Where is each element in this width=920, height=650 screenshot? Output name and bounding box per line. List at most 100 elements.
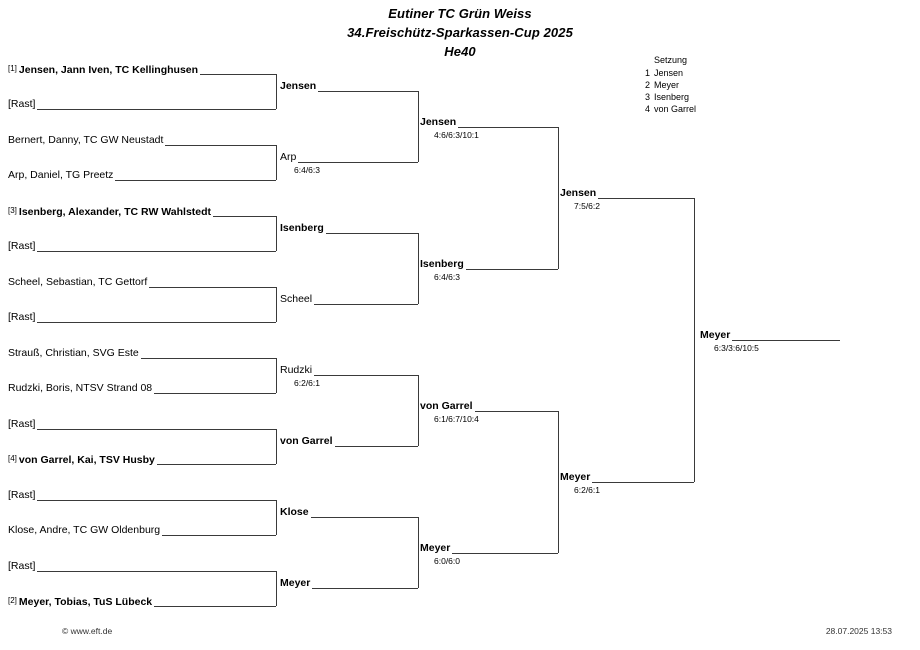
bracket-slot-round2[interactable]: Isenberg [280, 222, 324, 234]
seeding-title: Setzung [654, 55, 688, 65]
bracket-connector-horizontal [465, 268, 558, 270]
bracket-slot-round1[interactable]: [Rast] [8, 418, 35, 430]
player-name: Isenberg [420, 257, 464, 270]
bracket-slot-round1[interactable]: [Rast] [8, 240, 35, 252]
copyright-label: © www.eft.de [62, 626, 113, 636]
bracket-slot-round1[interactable]: Scheel, Sebastian, TC Gettorf [8, 276, 147, 288]
match-score: 6:4/6:3 [434, 271, 460, 282]
player-name: Jensen, Jann Iven, TC Kellinghusen [18, 63, 199, 76]
bracket-slot-round2[interactable]: Meyer [280, 577, 310, 589]
player-name: von Garrel [420, 399, 473, 412]
seed-number: 2 [644, 80, 650, 90]
player-name: Klose, Andre, TC GW Oldenburg [8, 524, 161, 536]
bracket-connector-horizontal [732, 339, 840, 341]
player-name: Jensen [560, 186, 597, 199]
bracket-slot-round3[interactable]: von Garrel [420, 400, 473, 412]
seed-player: Meyer [654, 80, 680, 90]
bracket-connector-horizontal [474, 410, 558, 412]
bracket-slot-champion[interactable]: Meyer [700, 329, 730, 341]
bracket-slot-round1[interactable]: [Rast] [8, 560, 35, 572]
bracket-connector-horizontal [37, 499, 276, 501]
bracket-slot-round1[interactable]: [Rast] [8, 98, 35, 110]
bracket-slot-round1[interactable]: [3]Isenberg, Alexander, TC RW Wahlstedt [8, 205, 211, 218]
bracket-connector-horizontal [598, 197, 694, 199]
bracket-connector-horizontal [318, 91, 418, 93]
player-name: Jensen [420, 115, 457, 128]
match-score: 6:1/6:7/10:4 [434, 413, 479, 424]
match-score: 6:4/6:3 [294, 165, 320, 176]
seed-number: 3 [644, 92, 650, 102]
bracket-slot-round1[interactable]: [2]Meyer, Tobias, TuS Lübeck [8, 595, 152, 608]
player-name: Scheel [280, 293, 313, 306]
bracket-slot-round1[interactable]: Strauß, Christian, SVG Este [8, 347, 139, 359]
bracket-slot-round2[interactable]: von Garrel [280, 435, 333, 447]
bracket-connector-vertical [276, 215, 277, 251]
bracket-slot-round1[interactable]: Klose, Andre, TC GW Oldenburg [8, 524, 160, 536]
club-name: Eutiner TC Grün Weiss [388, 6, 532, 21]
player-name: [Rast] [8, 488, 36, 501]
bracket-slot-round1[interactable]: [Rast] [8, 489, 35, 501]
bracket-slot-round3[interactable]: Jensen [420, 116, 456, 128]
bracket-slot-round2[interactable]: Arp [280, 151, 296, 163]
player-name: Scheel, Sebastian, TC Gettorf [8, 275, 148, 288]
bracket-slot-round2[interactable]: Klose [280, 506, 309, 518]
bracket-slot-round2[interactable]: Scheel [280, 293, 312, 305]
bracket-connector-horizontal [452, 552, 558, 554]
seed-player: von Garrel [654, 104, 697, 114]
player-name: Arp, Daniel, TG Preetz [8, 169, 114, 181]
bracket-connector-horizontal [154, 606, 276, 607]
match-score: 7:5/6:2 [574, 200, 600, 211]
bracket-connector-vertical [418, 91, 419, 163]
bracket-connector-vertical [276, 357, 277, 393]
bracket-connector-horizontal [314, 304, 418, 306]
match-score: 6:2/6:1 [574, 484, 600, 495]
bracket-connector-horizontal [149, 286, 276, 288]
bracket-connector-horizontal [154, 393, 276, 394]
bracket-slot-semifinal[interactable]: Meyer [560, 471, 590, 483]
bracket-connector-vertical [558, 410, 559, 553]
match-score: 6:0/6:0 [434, 555, 460, 566]
player-name: Rudzki [280, 364, 313, 377]
bracket-slot-round3[interactable]: Meyer [420, 542, 450, 554]
player-name: [Rast] [8, 98, 36, 110]
seed-player: Jensen [654, 68, 684, 78]
player-name: Isenberg, Alexander, TC RW Wahlstedt [18, 205, 212, 218]
seed-badge: [4] [8, 454, 17, 463]
bracket-slot-round1[interactable]: [1]Jensen, Jann Iven, TC Kellinghusen [8, 63, 198, 76]
bracket-connector-horizontal [156, 464, 276, 465]
bracket-slot-round1[interactable]: [4]von Garrel, Kai, TSV Husby [8, 453, 155, 466]
player-name: [Rast] [8, 559, 36, 572]
bracket-connector-vertical [276, 144, 277, 180]
bracket-connector-horizontal [592, 481, 694, 483]
player-name: Arp [280, 151, 297, 164]
bracket-connector-vertical [694, 197, 695, 482]
category-name: He40 [444, 44, 476, 59]
bracket-slot-semifinal[interactable]: Jensen [560, 187, 596, 199]
seed-badge: [3] [8, 205, 17, 215]
player-name: [Rast] [8, 417, 36, 430]
match-score: 4:6/6:3/10:1 [434, 129, 479, 140]
player-name: [Rast] [8, 311, 36, 323]
seeding-entry-2: 2 Meyer [636, 79, 696, 91]
seeding-entry-3: 3 Isenberg [636, 91, 696, 103]
player-name: Meyer [280, 577, 311, 590]
generated-timestamp: 28.07.2025 13:53 [825, 626, 892, 636]
player-name: von Garrel [280, 435, 333, 448]
seed-player: Isenberg [654, 92, 690, 102]
bracket-slot-round1[interactable]: Bernert, Danny, TC GW Neustadt [8, 134, 163, 146]
bracket-slot-round1[interactable]: Rudzki, Boris, NTSV Strand 08 [8, 382, 152, 394]
bracket-connector-horizontal [213, 215, 276, 217]
bracket-slot-round3[interactable]: Isenberg [420, 258, 464, 270]
bracket-slot-round1[interactable]: [Rast] [8, 311, 35, 323]
bracket-connector-vertical [276, 428, 277, 464]
bracket-connector-vertical [276, 499, 277, 535]
bracket-slot-round1[interactable]: Arp, Daniel, TG Preetz [8, 169, 113, 181]
bracket-slot-round2[interactable]: Jensen [280, 80, 316, 92]
bracket-slot-round2[interactable]: Rudzki [280, 364, 312, 376]
bracket-connector-horizontal [140, 357, 276, 359]
bracket-connector-vertical [558, 126, 559, 269]
bracket-connector-horizontal [115, 180, 276, 181]
player-name: Meyer [700, 328, 731, 341]
